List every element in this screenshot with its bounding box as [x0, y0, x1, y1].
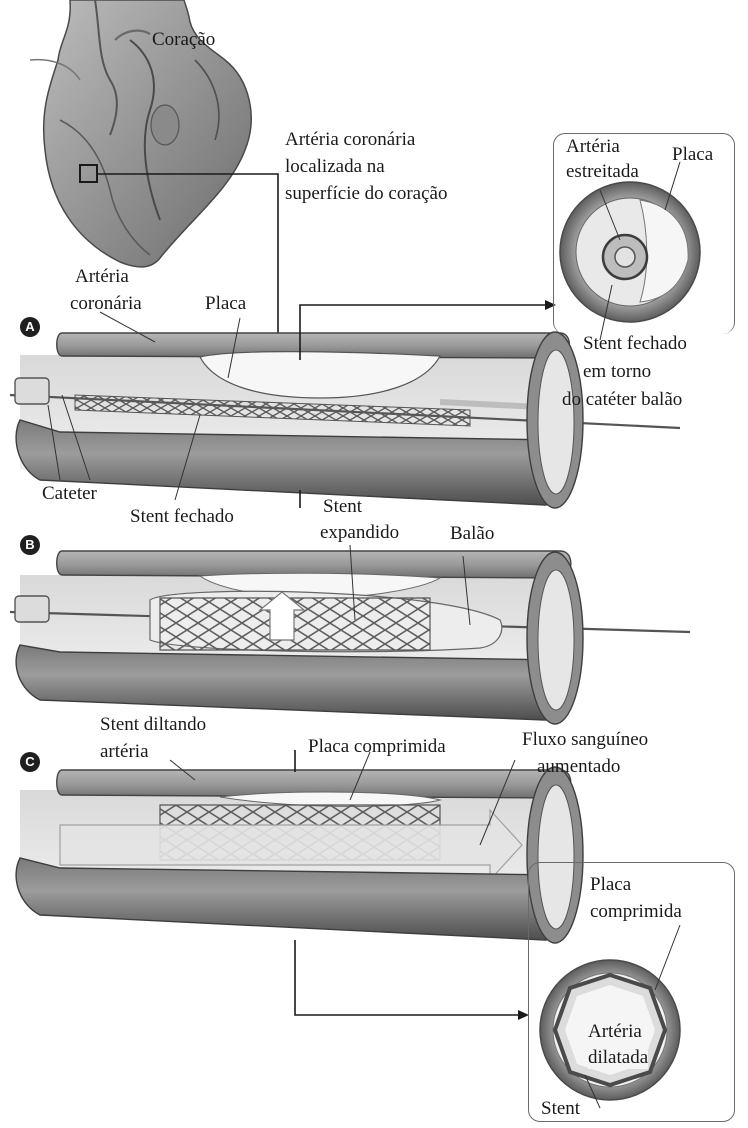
- artery-label-line-2: coronária: [70, 292, 142, 315]
- stent-dilating-line-2: artéria: [100, 740, 149, 763]
- stent-closed-around-line-3: do catéter balão: [562, 388, 682, 411]
- stent-expanded-line-2: expandido: [320, 521, 399, 544]
- panel-c-vessel: [16, 767, 583, 943]
- plaque-inset-label: Placa: [672, 143, 713, 166]
- artery-label-line-1: Artéria: [75, 265, 129, 288]
- stent-dilating-line-1: Stent diltando: [100, 713, 206, 736]
- heart-illustration: [30, 0, 251, 267]
- plaque-a-label: Placa: [205, 292, 246, 315]
- panel-a-badge: A: [20, 317, 40, 337]
- stent-expanded-line-1: Stent: [323, 495, 362, 518]
- panel-b-badge: B: [20, 535, 40, 555]
- dilated-artery-line-1: Artéria: [588, 1020, 642, 1043]
- stent-inset-label: Stent: [541, 1097, 580, 1120]
- panel-a-vessel: [10, 332, 680, 508]
- stent-closed-around-line-1: Stent fechado: [583, 332, 687, 355]
- blood-flow-line-1: Fluxo sanguíneo: [522, 728, 648, 751]
- catheter-label: Cateter: [42, 482, 97, 505]
- coronary-location-line-1: Artéria coronária: [285, 128, 415, 151]
- narrowed-artery-line-2: estreitada: [566, 160, 639, 183]
- compressed-plaque-inset-line-2: comprimida: [590, 900, 682, 923]
- blood-flow-line-2: aumentado: [537, 755, 620, 778]
- coronary-location-line-2: localizada na: [285, 155, 385, 178]
- compressed-plaque-inset-line-1: Placa: [590, 873, 631, 896]
- panel-c-badge: C: [20, 752, 40, 772]
- compressed-plaque-label: Placa comprimida: [308, 735, 446, 758]
- narrowed-artery-line-1: Artéria: [566, 135, 620, 158]
- balloon-label: Balão: [450, 522, 494, 545]
- panel-b-vessel: [10, 551, 690, 724]
- stent-closed-around-line-2: em torno: [583, 360, 651, 383]
- dilated-artery-line-2: dilatada: [588, 1046, 648, 1069]
- stent-closed-label: Stent fechado: [130, 505, 234, 528]
- heart-label: Coração: [152, 28, 215, 51]
- coronary-location-line-3: superfície do coração: [285, 182, 447, 205]
